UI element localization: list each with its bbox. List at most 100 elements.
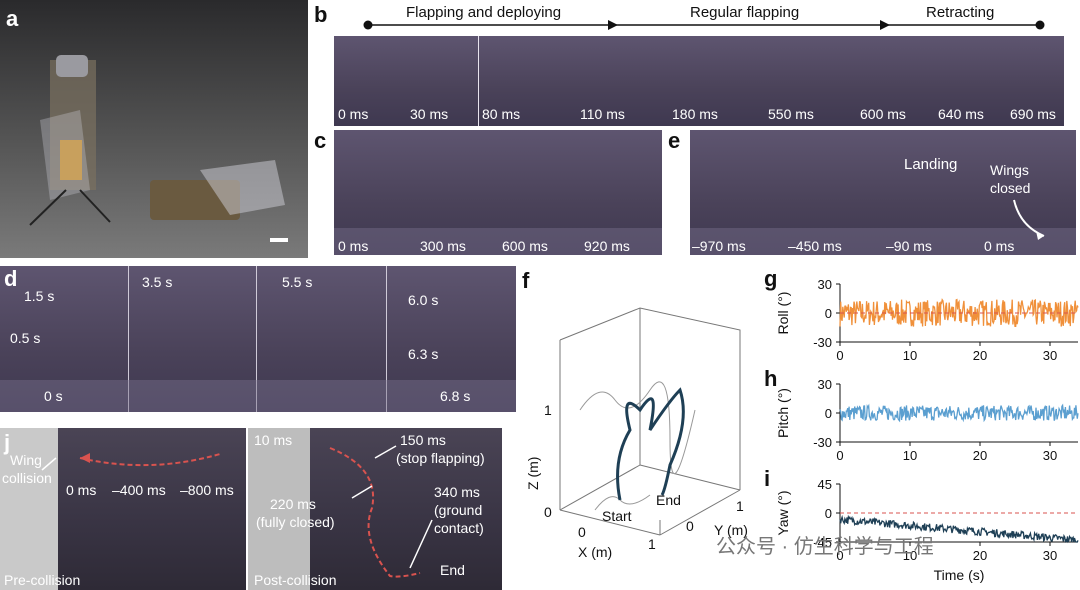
panel-c-strip: [334, 130, 662, 255]
c-frame-2: 600 ms: [502, 238, 548, 254]
e-frame-0: –970 ms: [692, 238, 746, 254]
j-post-t150a: 150 ms: [400, 432, 446, 448]
ytick-label-g: -30: [813, 335, 832, 350]
e-wings-closed-2: closed: [990, 180, 1031, 196]
panel-a-photo: [0, 0, 308, 258]
c-frame-1: 300 ms: [420, 238, 466, 254]
panel-d-strip: [0, 266, 516, 412]
j-post-t340a: 340 ms: [434, 484, 480, 500]
panel-b-letter: b: [314, 2, 328, 27]
j-post-t340b: (ground: [434, 502, 483, 518]
wings-closed-arrow: [1013, 199, 1045, 240]
j-wing-collision-2: collision: [2, 470, 52, 486]
d-time-4: 5.5 s: [282, 274, 313, 290]
d-time-7: 6.8 s: [440, 388, 471, 404]
c-frame-0: 0 ms: [338, 238, 369, 254]
panel-d-letter: d: [4, 266, 18, 291]
panel-b-strip: [334, 36, 1064, 126]
robot-illustration: [29, 55, 288, 242]
xtick-label-i: 30: [1043, 548, 1057, 563]
xtick-label-i: 0: [836, 548, 843, 563]
f-tick-x1: 1: [648, 536, 656, 552]
j-post-end: End: [440, 562, 465, 578]
ytick-label-i: -45: [813, 535, 832, 550]
b-frame-0: 0 ms: [338, 106, 369, 122]
svg-text:Z (m): Z (m): [525, 457, 541, 490]
d-time-3: 3.5 s: [142, 274, 173, 290]
d-time-5: 6.0 s: [408, 292, 439, 308]
panel-c-letter: c: [314, 128, 327, 153]
phase-label-regular: Regular flapping: [690, 4, 800, 21]
panel-g-letter: g: [764, 266, 778, 291]
b-frame-7: 640 ms: [938, 106, 984, 122]
ylabel-i: Yaw (°): [775, 490, 791, 535]
f-ylabel: Y (m): [714, 522, 748, 538]
b-frame-3: 110 ms: [580, 106, 625, 122]
j-post-t340c: contact): [434, 520, 484, 536]
phase-timeline: [363, 20, 1045, 30]
ytick-label-h: 30: [818, 377, 832, 392]
e-wings-closed-1: Wings: [990, 162, 1029, 178]
watermark: 公众号 · 仿生科学与工程: [716, 536, 934, 558]
d-time-0: 1.5 s: [24, 288, 55, 304]
f-tick-z0: 0: [544, 504, 552, 520]
j-post-t10: 10 ms: [254, 432, 293, 448]
j-post-t220b: (fully closed): [256, 514, 335, 530]
j-post-t220a: 220 ms: [270, 496, 316, 512]
f-xlabel: X (m): [578, 544, 613, 560]
panel-f-letter: f: [522, 268, 530, 293]
panel-j-post-photo: [248, 428, 502, 590]
j-post-t150b: (stop flapping): [396, 450, 485, 466]
xtick-label-g: 20: [973, 348, 987, 363]
j-pre-t1: –400 ms: [112, 482, 166, 498]
d-time-6: 6.3 s: [408, 346, 439, 362]
phase-label-retract: Retracting: [926, 4, 995, 21]
c-frame-3: 920 ms: [584, 238, 630, 254]
ytick-label-h: -30: [813, 435, 832, 450]
panel-e-letter: e: [668, 128, 681, 153]
panel-j-letter: j: [4, 430, 11, 455]
b-frame-2: 80 ms: [482, 106, 521, 122]
e-landing-label: Landing: [904, 156, 958, 173]
panel-e-strip: [690, 130, 1076, 255]
f-tick-y1: 1: [736, 498, 744, 514]
j-pre-t2: –800 ms: [180, 482, 234, 498]
j-wing-collision-1: Wing: [10, 452, 42, 468]
b-frame-8: 690 ms: [1010, 106, 1056, 122]
panel-j-pre-photo: [0, 428, 246, 590]
panel-a-letter: a: [6, 6, 19, 31]
series-line-i: [839, 514, 1079, 544]
xtick-label-g: 30: [1043, 348, 1057, 363]
b-frame-1: 30 ms: [410, 106, 449, 122]
xtick-label-i: 10: [903, 548, 917, 563]
trajectory-3d-plot: [559, 307, 741, 536]
xtick-label-i: 20: [973, 548, 987, 563]
panel-h-letter: h: [764, 366, 778, 391]
j-pre-t0: 0 ms: [66, 482, 97, 498]
ytick-label-i: 0: [825, 506, 832, 521]
xlabel-i: Time (s): [934, 567, 985, 583]
d-time-1: 0.5 s: [10, 330, 41, 346]
j-post-caption: Post-collision: [254, 572, 337, 588]
b-frame-6: 600 ms: [860, 106, 906, 122]
e-frame-2: –90 ms: [886, 238, 932, 254]
e-frame-1: –450 ms: [788, 238, 842, 254]
d-time-2: 0 s: [44, 388, 63, 404]
b-frame-5: 550 ms: [768, 106, 814, 122]
ytick-label-i: 45: [818, 477, 832, 492]
ytick-label-g: 30: [818, 277, 832, 292]
phase-label-deploy: Flapping and deploying: [406, 4, 562, 21]
ylabel-h: Pitch (°): [775, 388, 791, 438]
j-pre-caption: Pre-collision: [4, 572, 81, 588]
xtick-label-h: 20: [973, 448, 987, 463]
ylabel-g: Roll (°): [775, 292, 791, 335]
series-line-h: [839, 403, 1079, 423]
series-line-g: [839, 298, 1079, 328]
xtick-label-g: 0: [836, 348, 843, 363]
xtick-label-h: 30: [1043, 448, 1057, 463]
f-end-label: End: [656, 492, 681, 508]
panel-i-letter: i: [764, 466, 771, 491]
xtick-label-h: 10: [903, 448, 917, 463]
b-frame-4: 180 ms: [672, 106, 718, 122]
